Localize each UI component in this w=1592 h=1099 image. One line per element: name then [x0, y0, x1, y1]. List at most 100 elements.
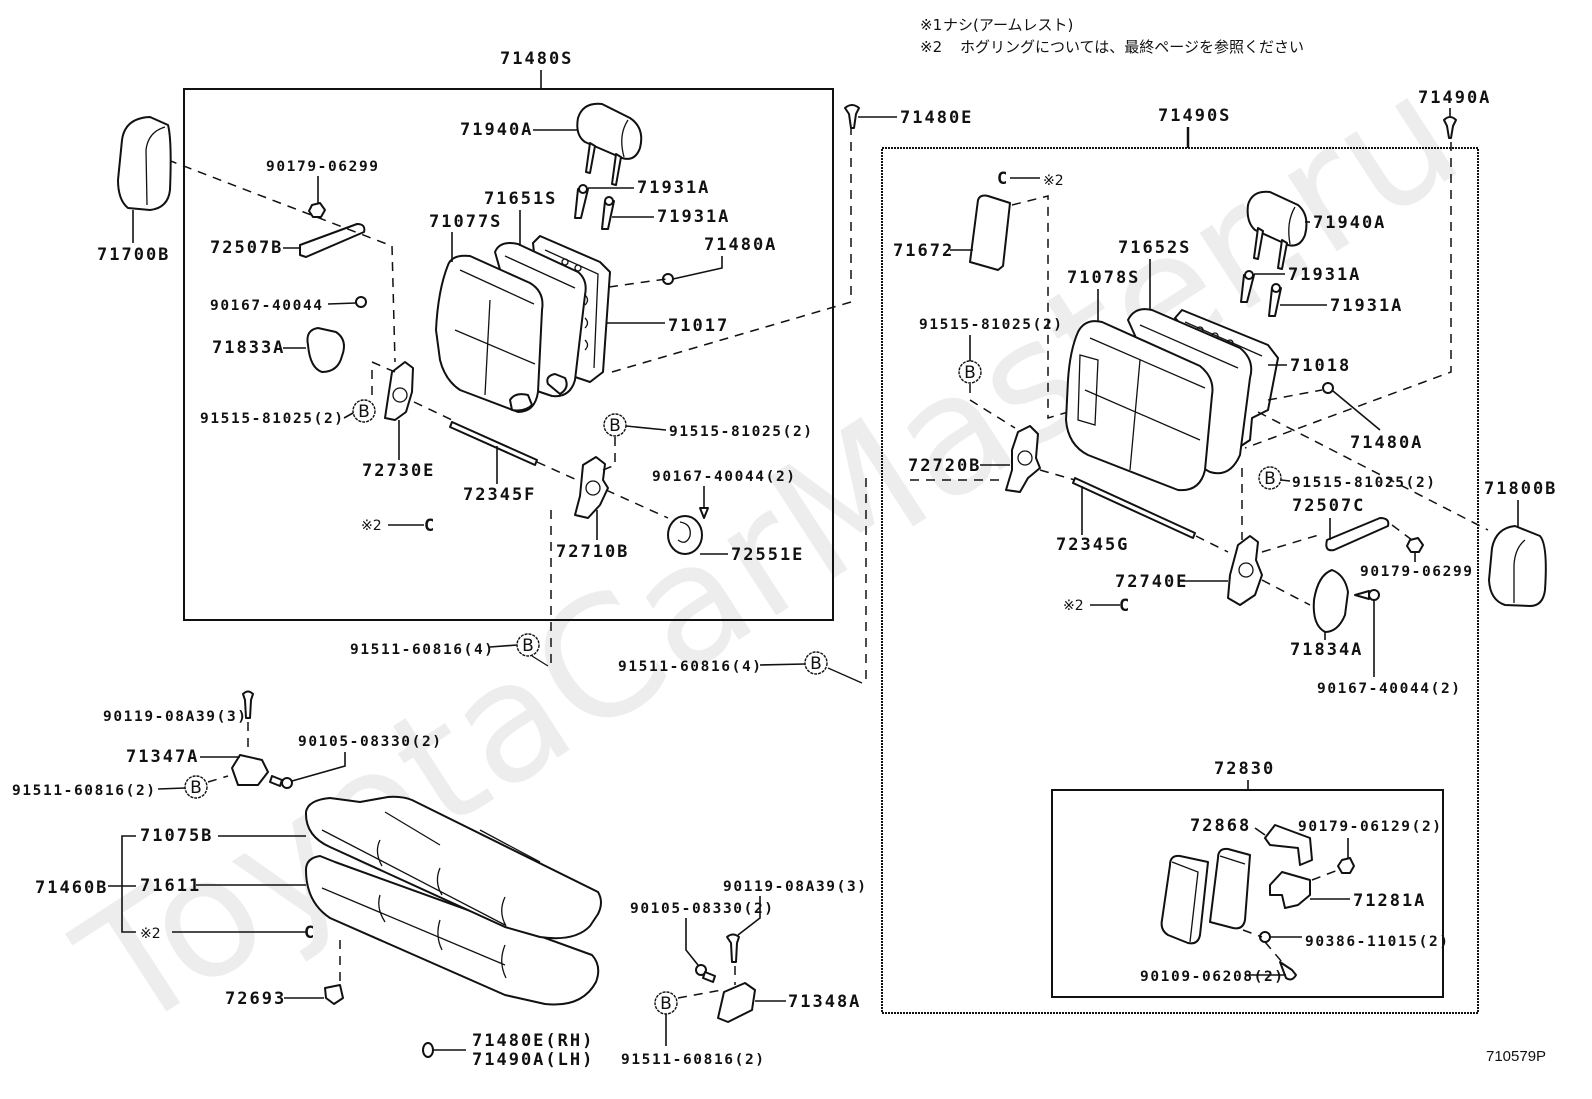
- label-90179-06299-rh: 90179-06299: [1360, 564, 1474, 580]
- screw-icon: [1279, 961, 1297, 981]
- knob-icon: [667, 515, 703, 555]
- bolt-icon: [355, 296, 367, 308]
- label-71931A-rh-2: 71931A: [1330, 296, 1403, 316]
- label-71281A: 71281A: [1353, 891, 1426, 911]
- label-72868: 72868: [1190, 816, 1251, 836]
- cushion-group: 90119-08A39(3) 71347A 90105-08330(2) B 9…: [12, 690, 868, 1070]
- svg-text:B: B: [609, 416, 621, 436]
- label-71077S: 71077S: [429, 212, 502, 232]
- label-90386-11015: 90386-11015(2): [1305, 934, 1450, 950]
- lock-icon: [1227, 535, 1263, 606]
- callout-b: B: [654, 991, 678, 1015]
- hog-ring-ref: ※2: [1063, 598, 1084, 614]
- label-72507B: 72507B: [210, 238, 283, 258]
- callout-b: B: [516, 633, 540, 657]
- hog-ring-icon: C: [304, 923, 316, 943]
- label-71490S: 71490S: [1158, 106, 1231, 126]
- hinge-icon: [384, 361, 414, 421]
- label-91511-60816-lh-cushion: 91511-60816(2): [12, 783, 157, 799]
- mount-bolts: B 91511-60816(4) B 91511-60816(4): [350, 478, 867, 684]
- callout-b: B: [804, 651, 828, 675]
- label-71078S: 71078S: [1067, 268, 1140, 288]
- svg-text:B: B: [660, 994, 672, 1014]
- headrest-icon: [1246, 190, 1308, 270]
- armrest-pad-icon: [1209, 847, 1251, 930]
- label-71490A-LH: 71490A(LH): [472, 1050, 594, 1070]
- seatback-pad-icon: [1065, 320, 1214, 492]
- headrest-icon: [117, 116, 172, 211]
- callout-b: B: [184, 775, 208, 799]
- label-72551E: 72551E: [731, 545, 804, 565]
- rh-outer-headrest: 71800B: [1484, 479, 1555, 607]
- label-91515-81025-rh-2: 91515-81025(2): [1292, 475, 1437, 491]
- label-71480A-rh: 71480A: [1350, 433, 1423, 453]
- label-72830: 72830: [1214, 759, 1275, 779]
- label-71460B: 71460B: [35, 878, 108, 898]
- nut-icon: [308, 202, 326, 218]
- label-71347A: 71347A: [126, 747, 199, 767]
- label-71940A-rh: 71940A: [1313, 213, 1386, 233]
- seat-cushion-icon: [304, 795, 602, 1006]
- headrest-icon: [1488, 525, 1547, 607]
- label-72720B: 72720B: [908, 456, 981, 476]
- label-91515-81025-lh-1: 91515-81025(2): [200, 411, 345, 427]
- svg-text:B: B: [810, 654, 822, 674]
- label-90119-08A39-rh: 90119-08A39(3): [723, 879, 868, 895]
- note-2-mark: ※2: [920, 38, 942, 56]
- rod-icon: [1072, 477, 1196, 539]
- bolt-icon: [1368, 589, 1380, 601]
- label-71700B: 71700B: [97, 245, 170, 265]
- note-1-text: ナシ(アームレスト): [943, 16, 1073, 34]
- label-90105-08330-lh: 90105-08330(2): [298, 734, 443, 750]
- lh-seatback-group: 71480S 71940A 71931A 71931A: [167, 49, 852, 621]
- cushion-hinge-icon: [231, 754, 269, 786]
- diagram-code: 710579P: [1486, 1048, 1546, 1065]
- svg-text:B: B: [358, 402, 370, 422]
- label-90167-40044-2: 90167-40044(2): [652, 469, 797, 485]
- label-90179-06129: 90179-06129(2): [1298, 819, 1443, 835]
- seatback-pad-icon: [435, 254, 544, 413]
- label-71672: 71672: [893, 241, 954, 261]
- rh-seatback-box: [881, 147, 1479, 1014]
- callout-b: B: [1258, 466, 1282, 490]
- svg-text:B: B: [522, 636, 534, 656]
- pin-icon: [422, 1042, 434, 1058]
- label-71931A-2: 71931A: [657, 207, 730, 227]
- rod-icon: [449, 421, 538, 466]
- nut-icon: [695, 964, 707, 976]
- label-72710B: 72710B: [556, 542, 629, 562]
- label-72730E: 72730E: [362, 461, 435, 481]
- armrest-group: 72830 72868 90179-06129(2) 71281A 90386-…: [1051, 759, 1450, 998]
- label-71490A: 71490A: [1418, 88, 1491, 108]
- hog-ring-ref: ※2: [140, 926, 161, 942]
- label-90167-40044: 90167-40044: [210, 298, 324, 314]
- bolt-icon: [242, 690, 254, 719]
- label-72693: 72693: [225, 989, 286, 1009]
- inner-cover-icon: [1312, 569, 1349, 633]
- label-72345G: 72345G: [1056, 535, 1129, 555]
- armrest-cover-icon: [1264, 824, 1313, 866]
- nut-icon: [1337, 857, 1355, 874]
- armrest-box: [1051, 789, 1444, 998]
- label-91515-81025-rh-1: 91515-81025(2): [919, 317, 1064, 333]
- label-71480S: 71480S: [500, 49, 573, 69]
- label-71480A: 71480A: [704, 235, 777, 255]
- note-2-text: ホグリングについては、最終ページを参照ください: [960, 38, 1304, 56]
- label-90167-40044-rh: 90167-40044(2): [1317, 681, 1462, 697]
- inner-cover-icon: [306, 327, 345, 373]
- lh-outer-headrest: 71700B: [97, 116, 172, 265]
- pin-icon: [1322, 382, 1334, 394]
- pin-71480E: 71480E: [844, 104, 971, 129]
- svg-text:B: B: [190, 778, 202, 798]
- callout-b: B: [958, 360, 982, 384]
- label-72345F: 72345F: [463, 485, 536, 505]
- pin-icon: [844, 104, 860, 129]
- label-72740E: 72740E: [1115, 572, 1188, 592]
- headrest-support-icon: [1240, 270, 1282, 317]
- label-71651S: 71651S: [484, 189, 557, 209]
- label-71018: 71018: [1290, 356, 1351, 376]
- label-91511-60816-rh: 91511-60816(4): [618, 659, 763, 675]
- label-71017: 71017: [668, 316, 729, 336]
- note-1-mark: ※1: [920, 16, 942, 34]
